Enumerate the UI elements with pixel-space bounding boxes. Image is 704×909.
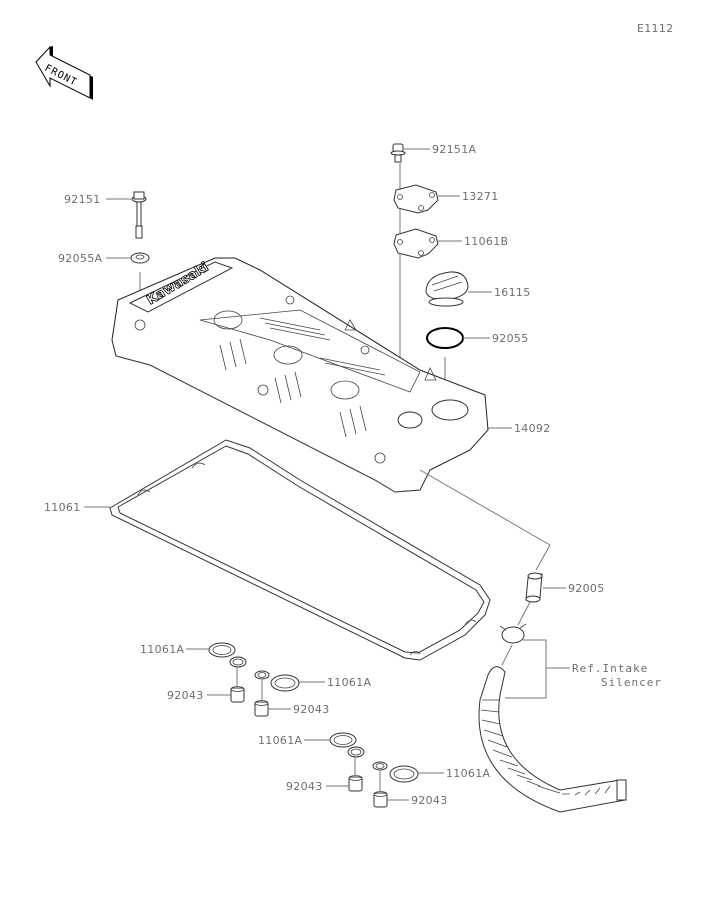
gasket-11061A-3[interactable] [329, 732, 357, 748]
gasket-11061A-2[interactable] [270, 674, 300, 692]
ref-silencer-label[interactable]: Silencer [601, 676, 662, 689]
callout-11061B[interactable]: 11061B [464, 235, 508, 248]
gasket-small-1 [229, 656, 247, 668]
diagram-id: E1112 [637, 22, 673, 35]
head-cover-gasket-11061[interactable] [109, 439, 491, 661]
bolt-92151[interactable] [131, 191, 147, 239]
gasket-11061A-4[interactable] [389, 765, 419, 783]
callout-92151A[interactable]: 92151A [432, 143, 476, 156]
gasket-small-2 [254, 670, 270, 680]
gasket-small-4 [372, 761, 388, 771]
callout-14092[interactable]: 14092 [514, 422, 551, 435]
ref-intake-label[interactable]: Ref.Intake [572, 662, 648, 675]
fitting-92005[interactable] [525, 572, 543, 603]
cylinder-head-cover-14092[interactable]: Kawasaki [111, 257, 489, 493]
callout-13271[interactable]: 13271 [462, 190, 499, 203]
callout-11061A-4[interactable]: 11061A [446, 767, 490, 780]
callout-92055[interactable]: 92055 [492, 332, 529, 345]
gasket-11061B[interactable] [393, 228, 439, 259]
callout-92151[interactable]: 92151 [64, 193, 101, 206]
callout-11061A-1[interactable]: 11061A [140, 643, 184, 656]
pin-92043-4[interactable] [373, 791, 388, 808]
hose-clamp[interactable] [499, 623, 527, 644]
pin-92043-2[interactable] [254, 700, 269, 717]
callout-92043-2[interactable]: 92043 [293, 703, 330, 716]
bolt-92151A[interactable] [390, 143, 406, 163]
pin-92043-3[interactable] [348, 775, 363, 792]
callout-92043-4[interactable]: 92043 [411, 794, 448, 807]
oil-cap-16115[interactable] [425, 271, 469, 307]
callout-16115[interactable]: 16115 [494, 286, 531, 299]
gasket-small-3 [347, 746, 365, 758]
breather-hose[interactable] [478, 666, 627, 813]
grommet-92055A[interactable] [130, 252, 150, 264]
gasket-11061A-1[interactable] [208, 642, 236, 658]
pin-92043-1[interactable] [230, 686, 245, 703]
callout-11061A-3[interactable]: 11061A [258, 734, 302, 747]
callout-92043-3[interactable]: 92043 [286, 780, 323, 793]
callout-92043-1[interactable]: 92043 [167, 689, 204, 702]
o-ring-92055[interactable] [426, 327, 464, 349]
plate-13271[interactable] [393, 184, 439, 214]
callout-92005[interactable]: 92005 [568, 582, 605, 595]
callout-11061A-2[interactable]: 11061A [327, 676, 371, 689]
callout-11061[interactable]: 11061 [44, 501, 81, 514]
front-arrow-icon: FRONT [35, 45, 93, 100]
callout-92055A[interactable]: 92055A [58, 252, 102, 265]
